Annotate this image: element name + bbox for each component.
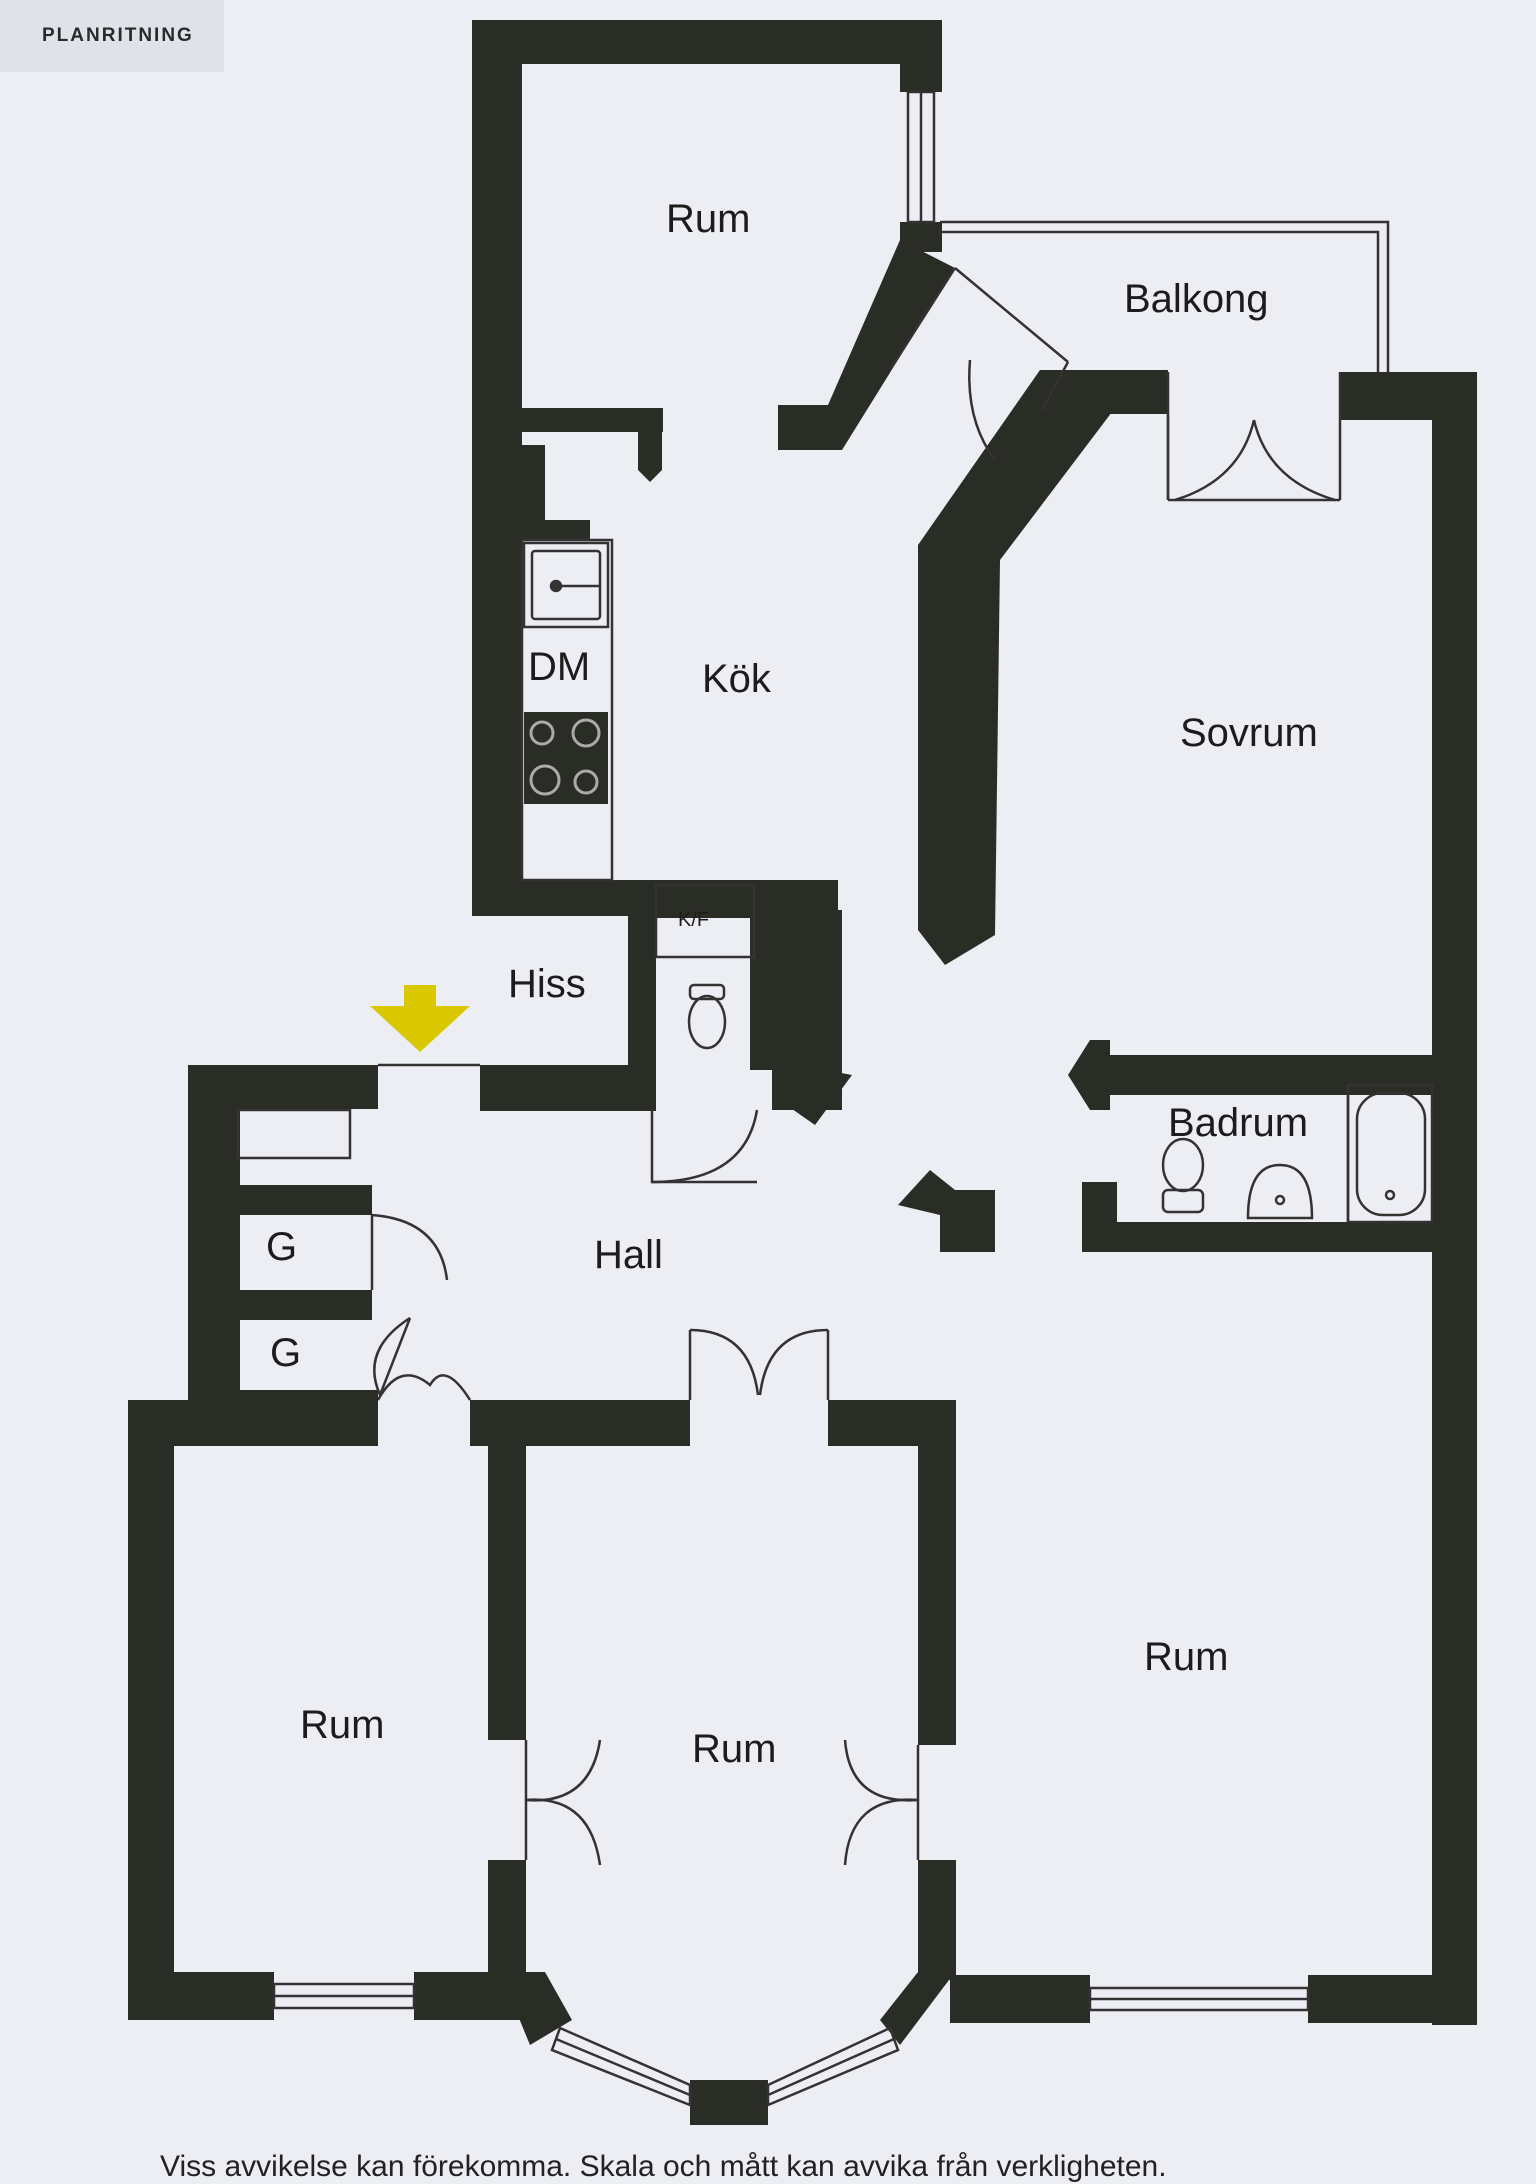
- disclaimer-text: Viss avvikelse kan förekomma. Skala och …: [160, 2150, 1167, 2183]
- room-label-rum-middle: Rum: [692, 1727, 776, 1771]
- room-label-g1: G: [266, 1225, 297, 1269]
- toilet-icon: [687, 983, 727, 1050]
- room-label-hall: Hall: [594, 1233, 663, 1277]
- room-label-dm: DM: [528, 645, 590, 689]
- room-label-kok: Kök: [702, 657, 772, 701]
- sink-icon: [522, 541, 610, 629]
- room-label-kf: K/F: [678, 909, 709, 931]
- toilet-icon: [1161, 1137, 1205, 1214]
- room-label-hiss: Hiss: [508, 962, 586, 1006]
- room-label-rum-left: Rum: [300, 1703, 384, 1747]
- walls: [128, 20, 1477, 2125]
- washbasin-icon: [1246, 1163, 1314, 1220]
- room-label-balkong: Balkong: [1124, 277, 1269, 321]
- entrance-arrow-icon: [370, 985, 470, 1052]
- fixtures: [236, 90, 1390, 2107]
- room-label-rum-right: Rum: [1144, 1635, 1228, 1679]
- bathtub-icon: [1346, 1083, 1434, 1224]
- room-label-badrum: Badrum: [1168, 1101, 1308, 1145]
- room-label-g2: G: [270, 1331, 301, 1375]
- page-tag: PLANRITNING: [0, 0, 224, 72]
- page-tag-label: PLANRITNING: [42, 25, 194, 46]
- room-label-sovrum: Sovrum: [1180, 711, 1318, 755]
- room-label-rum-top: Rum: [666, 197, 750, 241]
- stove-icon: [524, 712, 608, 804]
